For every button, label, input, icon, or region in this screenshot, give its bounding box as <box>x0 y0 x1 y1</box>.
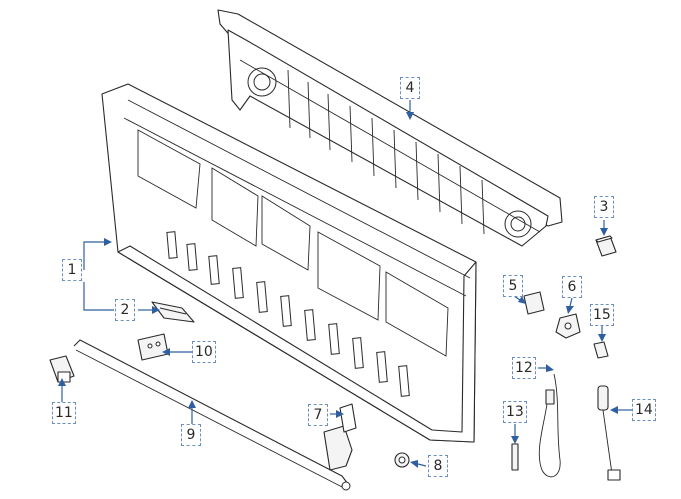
part-1-tailgate-panel <box>101 83 477 443</box>
callout-12[interactable]: 12 <box>512 357 536 379</box>
part-8-grommet <box>394 452 410 468</box>
arrow-4 <box>406 112 414 120</box>
callout-7[interactable]: 7 <box>308 404 328 426</box>
part-4-ribs <box>239 59 541 235</box>
leader-6 <box>569 297 573 307</box>
callout-1[interactable]: 1 <box>62 259 82 281</box>
callout-10[interactable]: 10 <box>192 341 216 363</box>
arrow-8 <box>410 460 418 468</box>
callout-11[interactable]: 11 <box>52 402 76 424</box>
leader-8 <box>417 463 427 467</box>
callout-3[interactable]: 3 <box>594 196 614 218</box>
part-2-bracket <box>151 301 195 323</box>
arrow-14 <box>610 406 618 414</box>
part-1-lower-slots <box>166 231 410 397</box>
arrow-6 <box>566 306 574 314</box>
arrow-12 <box>546 364 554 372</box>
part-15-pin <box>593 341 609 359</box>
arrow-7 <box>336 410 344 418</box>
part-12-cable <box>538 373 561 478</box>
arrow-10 <box>162 348 170 356</box>
arrow-11 <box>58 378 66 386</box>
arrow-15 <box>598 334 606 342</box>
callout-9[interactable]: 9 <box>181 424 201 446</box>
part-6-striker <box>555 313 581 339</box>
arrow-1 <box>104 238 112 246</box>
arrow-9 <box>188 400 196 408</box>
arrow-13 <box>511 436 519 444</box>
leader-1-to-2 <box>83 282 114 311</box>
callout-6[interactable]: 6 <box>562 276 582 298</box>
arrow-5 <box>518 296 526 304</box>
part-11-clip <box>49 355 75 383</box>
callout-2[interactable]: 2 <box>115 299 135 321</box>
arrow-3 <box>600 228 608 236</box>
leader-lines <box>58 100 632 468</box>
part-1-upper-openings <box>123 99 471 357</box>
part-3-cap <box>595 235 617 257</box>
callout-5[interactable]: 5 <box>503 275 523 297</box>
leader-1 <box>83 241 104 270</box>
part-4-inner-panel <box>217 9 563 247</box>
callout-4[interactable]: 4 <box>400 77 420 99</box>
arrow-2 <box>152 306 160 314</box>
callout-13[interactable]: 13 <box>503 401 527 423</box>
callout-15[interactable]: 15 <box>590 304 614 326</box>
callout-8[interactable]: 8 <box>428 455 448 477</box>
part-13-pin <box>511 443 519 471</box>
part-10-hinge <box>137 333 169 361</box>
part-5-latch <box>523 291 545 315</box>
part-14-strut <box>597 385 621 481</box>
part-9-rod <box>73 339 351 491</box>
part-7-hinge-bracket <box>323 403 357 471</box>
callout-14[interactable]: 14 <box>632 399 656 421</box>
